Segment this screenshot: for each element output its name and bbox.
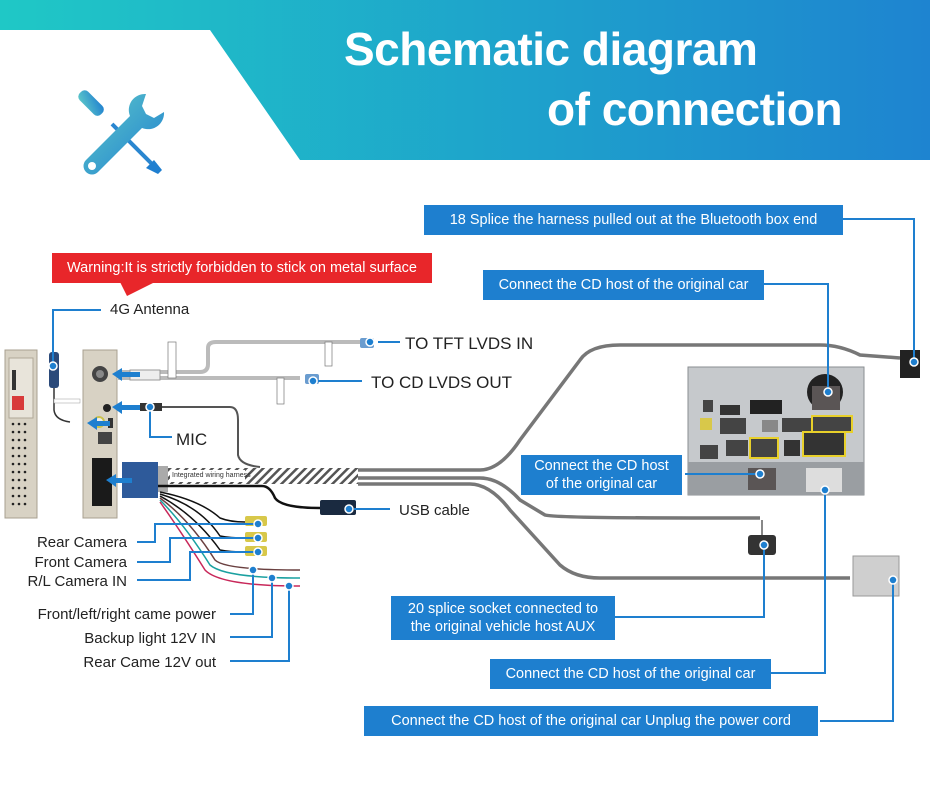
page-title-line2: of connection <box>547 83 843 135</box>
label-cd-lvds: TO CD LVDS OUT <box>371 373 513 392</box>
callout-cd-host-top: Connect the CD host of the original car <box>483 270 764 300</box>
main-module <box>82 349 118 519</box>
callout-aux: 20 splice socket connected to the origin… <box>391 596 615 640</box>
integrated-harness <box>122 462 358 498</box>
label-rear-came-out: Rear Came 12V out <box>83 654 216 671</box>
callout-aux-line2: the original vehicle host AUX <box>410 619 596 635</box>
label-usb-cable: USB cable <box>399 502 470 519</box>
header-banner <box>0 0 930 160</box>
left-module <box>4 349 38 519</box>
trunk-cables <box>358 343 901 580</box>
warning-banner: Warning:It is strictly forbidden to stic… <box>52 253 432 283</box>
label-rl-camera: R/L Camera IN <box>27 573 127 590</box>
label-camera-power: Front/left/right came power <box>37 606 216 623</box>
label-tft-lvds: TO TFT LVDS IN <box>405 334 534 353</box>
lvds-cables <box>118 338 374 405</box>
callout-bluetooth-splice: 18 Splice the harness pulled out at the … <box>424 205 843 235</box>
callout-cd-host-mid-line1: Connect the CD host <box>534 458 669 474</box>
callout-aux-line1: 20 splice socket connected to <box>407 601 599 617</box>
label-integrated-harness: Integrated wiring harness <box>172 472 251 479</box>
warning-pointer <box>120 282 155 296</box>
wrench-screwdriver-icon <box>78 90 165 175</box>
callout-power-cord: Connect the CD host of the original car … <box>364 706 818 736</box>
mic-cable <box>118 406 261 468</box>
label-mic: MIC <box>176 430 208 449</box>
callout-cd-host-mid: Connect the CD host of the original car <box>521 455 682 495</box>
callout-cd-host-mid-line2: of the original car <box>545 476 658 492</box>
label-front-camera: Front Camera <box>34 554 127 571</box>
leader-dots <box>48 337 919 591</box>
label-backup-light: Backup light 12V IN <box>84 630 216 647</box>
label-rear-camera: Rear Camera <box>36 534 127 551</box>
head-unit <box>687 366 865 496</box>
leader-lines <box>52 218 915 722</box>
callout-cd-host-bottom: Connect the CD host of the original car <box>490 659 771 689</box>
insert-arrows <box>87 368 140 487</box>
label-4g-antenna: 4G Antenna <box>110 301 190 318</box>
page-title-line1: Schematic diagram <box>344 23 758 75</box>
usb-cable <box>158 484 321 510</box>
